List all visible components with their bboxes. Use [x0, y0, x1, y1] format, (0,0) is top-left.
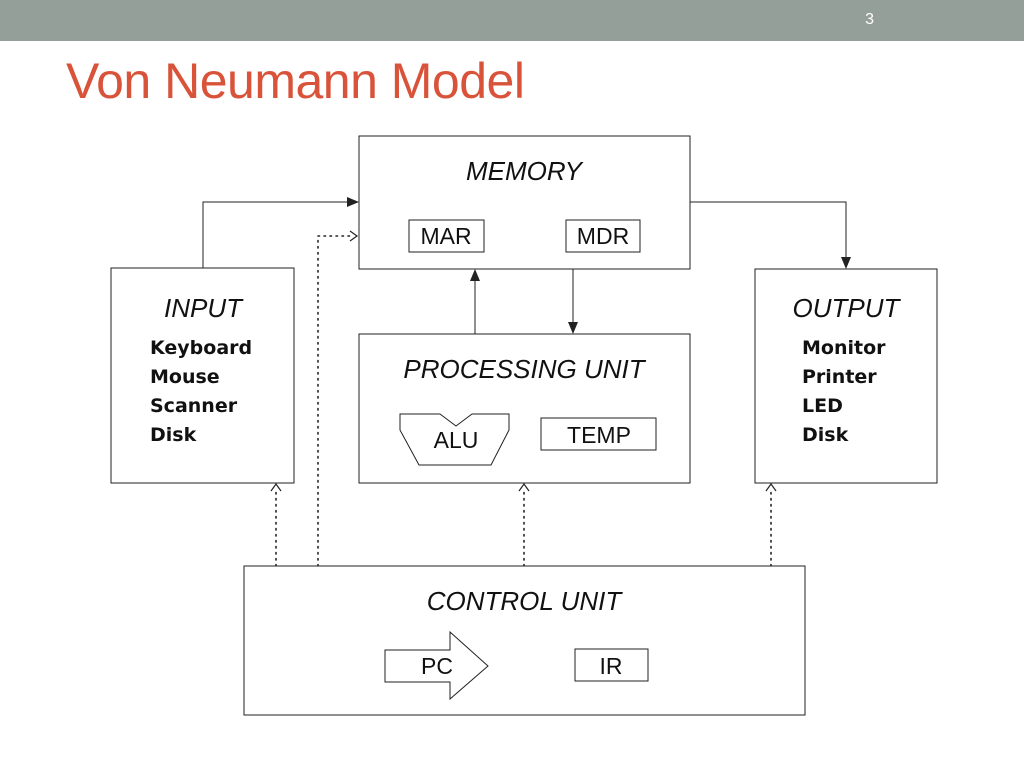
temp-register-box	[540, 417, 657, 451]
mdr-register-box	[565, 219, 641, 253]
processing-unit-title: PROCESSING UNIT	[403, 354, 646, 384]
input-device-item: Scanner	[150, 395, 238, 417]
memory-to-output-line	[690, 201, 847, 258]
ir-register-label: IR	[600, 653, 623, 679]
output-device-item: Monitor	[802, 337, 886, 359]
control-to-input-arrowhead	[270, 482, 282, 492]
output-box: OUTPUT Monitor Printer LED Disk	[754, 268, 938, 484]
control-to-processing-arrowhead	[518, 482, 530, 492]
slide-header-bar: 3	[0, 0, 1024, 41]
output-title: OUTPUT	[793, 293, 902, 323]
memory-to-processing-arrowhead	[568, 322, 578, 334]
ir-register-box	[574, 648, 649, 682]
slide-number: 3	[865, 11, 874, 28]
input-to-memory-line	[202, 201, 348, 268]
pc-register-label: PC	[421, 653, 453, 679]
input-box: INPUT Keyboard Mouse Scanner Disk	[110, 267, 295, 484]
input-to-memory-arrowhead	[347, 197, 359, 207]
output-device-item: Disk	[802, 424, 849, 446]
memory-box: MEMORY MAR MDR	[358, 135, 691, 270]
control-unit-title: CONTROL UNIT	[427, 586, 624, 616]
memory-title: MEMORY	[466, 156, 584, 186]
control-to-memory-dotted-line	[317, 235, 353, 567]
control-to-memory-arrowhead	[349, 230, 359, 242]
input-device-item: Mouse	[150, 366, 220, 388]
slide-title: Von Neumann Model	[66, 53, 525, 109]
output-device-item: Printer	[802, 366, 877, 388]
control-to-output-arrowhead	[765, 482, 777, 492]
input-device-item: Keyboard	[150, 337, 252, 359]
output-device-item: LED	[802, 395, 843, 417]
alu-shape	[399, 413, 510, 466]
processing-to-memory-arrowhead	[470, 269, 480, 281]
pc-arrow-shape	[384, 630, 489, 701]
processing-unit-box: PROCESSING UNIT ALU TEMP	[358, 333, 691, 484]
memory-to-output-arrowhead	[841, 257, 851, 269]
alu-label: ALU	[434, 427, 479, 453]
mar-register-label: MAR	[420, 223, 471, 249]
temp-register-label: TEMP	[567, 422, 631, 448]
input-device-item: Disk	[150, 424, 197, 446]
control-unit-box: CONTROL UNIT PC IR	[243, 565, 806, 716]
input-title: INPUT	[164, 293, 244, 323]
mdr-register-label: MDR	[577, 223, 629, 249]
mar-register-box	[408, 219, 485, 253]
